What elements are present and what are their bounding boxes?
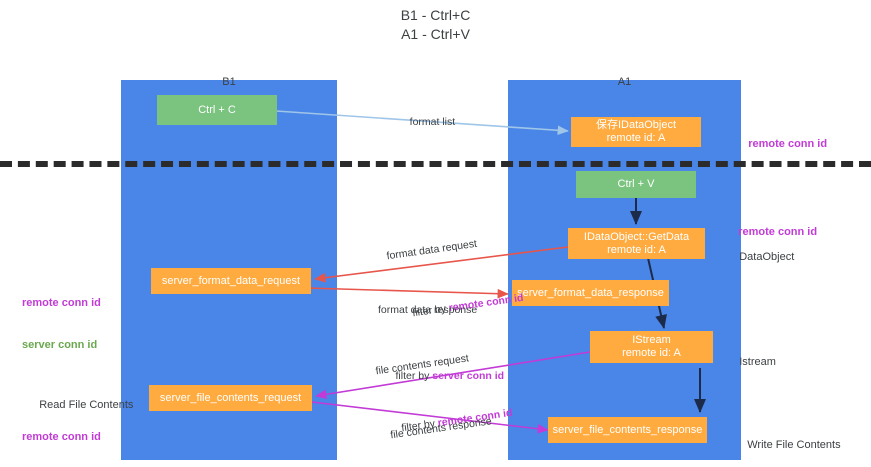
box-idataobject[interactable]: 保存IDataObject remote id: A: [571, 117, 701, 147]
box-istream-label: IStream remote id: A: [622, 334, 681, 359]
annotation-left-remote-conn-id: remote conn id: [22, 297, 101, 309]
annotation-left-server-conn-id: server conn id: [22, 339, 98, 351]
filter-prefix: filter by: [395, 370, 433, 382]
page-title: B1 - Ctrl+C A1 - Ctrl+V: [400, 7, 471, 42]
box-server-format-data-request[interactable]: server_format_data_request: [151, 268, 311, 294]
box-server-format-data-response[interactable]: server_format_data_response: [512, 280, 669, 306]
box-istream[interactable]: IStream remote id: A: [590, 331, 713, 363]
annotation-left-conn-ids-top: remote conn id server conn id: [22, 268, 101, 380]
annotation-right-dataobject: DataObject: [727, 236, 794, 278]
filter-key-server-conn-id: server conn id: [432, 370, 505, 382]
box-server-format-data-request-label: server_format_data_request: [161, 274, 301, 287]
annotation-text: Read File Contents: [39, 399, 134, 411]
arrow-label-format-data-response-text: format data response: [378, 304, 478, 316]
column-header-a1-name: A1: [617, 76, 632, 88]
box-idataobject-label: 保存IDataObject remote id: A: [595, 119, 677, 144]
arrow-label-format-data-response-filter: filter by server conn id: [378, 354, 505, 399]
arrow-label-file-contents-response-text: file contents response: [389, 415, 493, 442]
column-header-b1-name: B1: [222, 76, 236, 88]
box-ctrl-v-label: Ctrl + V: [617, 178, 655, 190]
annotation-right-remote-conn-id-top: remote conn id: [736, 123, 827, 165]
box-ctrl-c[interactable]: Ctrl + C: [157, 95, 277, 125]
arrow-label-format-data-response: format data response filter by server co…: [378, 273, 504, 429]
annotation-left-remote-conn-id-2: remote conn id: [22, 431, 101, 443]
annotation-left-read-file-contents: Read File Contents: [27, 384, 133, 426]
annotation-right-remote-conn-id-mid: remote conn id: [726, 211, 817, 253]
box-ctrl-c-label: Ctrl + C: [198, 103, 236, 116]
box-server-file-contents-response-label: server_file_contents_response: [552, 423, 703, 436]
annotation-right-istream: Istream: [727, 341, 776, 383]
annotation-text: DataObject: [739, 251, 795, 263]
box-ctrl-v[interactable]: Ctrl + V: [576, 171, 696, 198]
box-server-format-data-response-label: server_format_data_response: [517, 286, 664, 299]
arrow-label-format-data-request-text: format data request: [385, 237, 478, 263]
box-server-file-contents-request-label: server_file_contents_request: [159, 391, 302, 404]
annotation-text: remote conn id: [738, 226, 818, 238]
box-server-file-contents-response[interactable]: server_file_contents_response: [548, 417, 707, 443]
arrow-label-file-contents-request-text: file contents request: [374, 352, 470, 378]
arrow-label-format-list: format list: [398, 100, 456, 145]
annotation-left-conn-ids-bottom: remote conn id server conn id: [22, 402, 101, 467]
box-idataobject-getdata[interactable]: IDataObject::GetData remote id: A: [568, 228, 705, 259]
arrow-label-file-contents-response-filter: filter by server conn id: [396, 459, 527, 467]
box-idataobject-getdata-label: IDataObject::GetData remote id: A: [583, 230, 690, 256]
annotation-right-write-file-contents: Write File Contents: [735, 424, 841, 466]
section-divider: [0, 161, 871, 167]
annotation-text: Istream: [739, 356, 776, 368]
annotation-text: Write File Contents: [747, 439, 841, 451]
box-server-file-contents-request[interactable]: server_file_contents_request: [149, 385, 312, 411]
annotation-text: remote conn id: [748, 138, 828, 150]
arrow-label-format-list-text: format list: [409, 116, 456, 128]
